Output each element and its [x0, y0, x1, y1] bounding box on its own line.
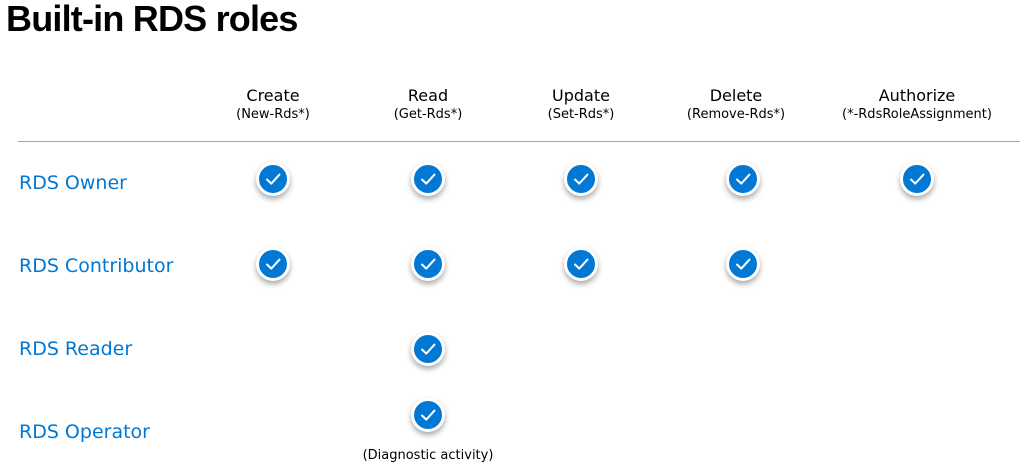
role-label-operator: RDS Operator	[19, 421, 150, 443]
operator-note: (Diagnostic activity)	[362, 448, 494, 463]
checkmark-circle-icon	[564, 247, 598, 281]
page-title: Built-in RDS roles	[6, 0, 298, 39]
checkmark-circle-icon	[256, 162, 290, 196]
column-cmdlet: (Remove-Rds*)	[686, 107, 786, 122]
column-header-delete: Delete (Remove-Rds*)	[641, 86, 831, 124]
column-cmdlet: (*-RdsRoleAssignment)	[842, 107, 992, 122]
column-operation: Read	[407, 86, 449, 105]
checkmark-circle-icon	[411, 247, 445, 281]
checkmark-circle-icon	[256, 247, 290, 281]
checkmark-circle-icon	[726, 247, 760, 281]
column-cmdlet: (Set-Rds*)	[547, 107, 615, 122]
column-operation: Delete	[709, 86, 763, 105]
column-operation: Update	[552, 86, 610, 105]
checkmark-circle-icon	[900, 162, 934, 196]
checkmark-circle-icon	[411, 162, 445, 196]
checkmark-circle-icon	[726, 162, 760, 196]
checkmark-circle-icon	[411, 332, 445, 366]
column-header-create: Create (New-Rds*)	[178, 86, 368, 124]
checkmark-circle-icon	[564, 162, 598, 196]
role-label-owner: RDS Owner	[19, 172, 127, 194]
column-cmdlet: (Get-Rds*)	[393, 107, 463, 122]
column-header-read: Read (Get-Rds*)	[333, 86, 523, 124]
column-operation: Create	[246, 86, 300, 105]
role-label-contributor: RDS Contributor	[19, 255, 174, 277]
column-operation: Authorize	[878, 86, 956, 105]
column-cmdlet: (New-Rds*)	[236, 107, 310, 122]
column-header-update: Update (Set-Rds*)	[486, 86, 676, 124]
column-header-authorize: Authorize (*-RdsRoleAssignment)	[822, 86, 1012, 124]
header-divider	[18, 141, 1020, 142]
role-label-reader: RDS Reader	[19, 338, 133, 360]
checkmark-circle-icon	[411, 398, 445, 432]
